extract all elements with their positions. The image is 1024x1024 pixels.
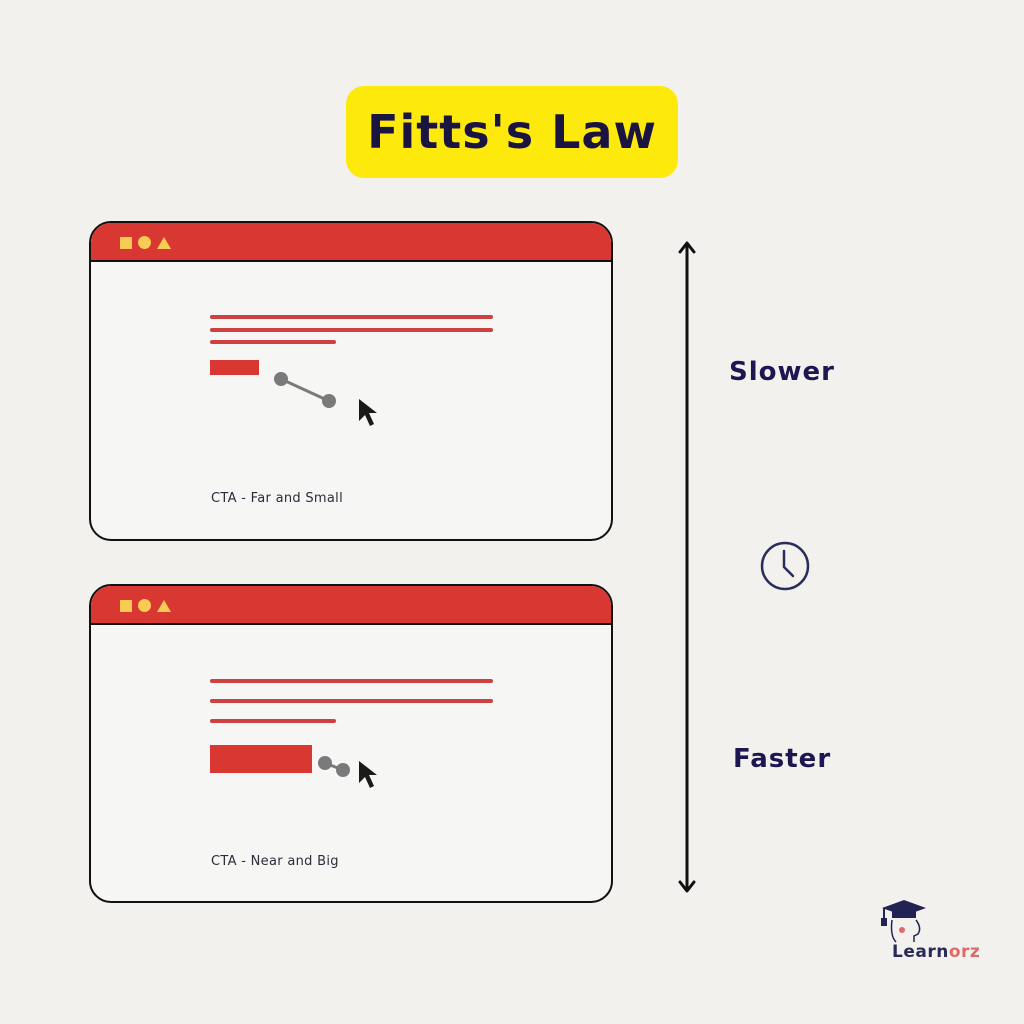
window-titlebar	[91, 223, 611, 262]
square-icon	[120, 599, 132, 612]
cursor-icon	[359, 399, 377, 426]
text-line	[210, 340, 336, 344]
panel-caption: CTA - Far and Small	[211, 491, 343, 506]
page-title: Fitts's Law	[367, 105, 657, 159]
square-icon	[120, 236, 132, 249]
distance-connector	[274, 372, 336, 408]
browser-window-far-small: CTA - Far and Small	[89, 221, 613, 541]
title-banner: Fitts's Law	[346, 86, 678, 178]
text-line	[210, 719, 336, 723]
text-line	[210, 679, 493, 683]
window-titlebar	[91, 586, 611, 625]
learnorz-logo: Learnorz	[878, 896, 988, 966]
triangle-icon	[157, 599, 171, 612]
text-line	[210, 328, 493, 332]
panel-caption: CTA - Near and Big	[211, 854, 339, 869]
logo-text-primary: Learn	[892, 942, 949, 962]
cursor-icon	[359, 761, 377, 788]
faster-label: Faster	[733, 744, 832, 774]
circle-icon	[138, 599, 151, 612]
text-line	[210, 315, 493, 319]
cta-button-small[interactable]	[210, 360, 259, 375]
triangle-icon	[157, 236, 171, 249]
graduation-cap-icon	[881, 900, 926, 943]
cta-button-big[interactable]	[210, 745, 312, 773]
distance-connector	[318, 756, 350, 777]
slower-label: Slower	[729, 357, 835, 387]
logo-text-accent: orz	[948, 942, 981, 962]
circle-icon	[138, 236, 151, 249]
text-line	[210, 699, 493, 703]
browser-window-near-big: CTA - Near and Big	[89, 584, 613, 903]
clock-icon	[760, 541, 810, 591]
